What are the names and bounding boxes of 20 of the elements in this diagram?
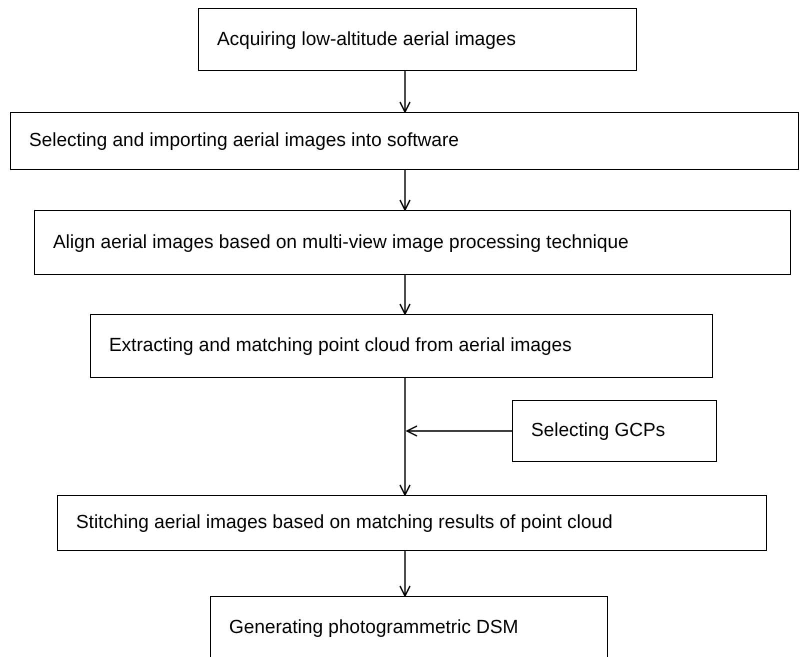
arrow — [399, 551, 411, 597]
process-box — [90, 314, 713, 378]
step-text: Generating photogrammetric DSM — [229, 616, 518, 638]
step-text: Stitching aerial images based on matching results of point cloud — [76, 512, 613, 534]
step-text: Align aerial images based on multi-view image processing technique — [53, 232, 629, 254]
arrow — [399, 170, 411, 211]
arrow — [399, 275, 411, 315]
process-box — [34, 210, 791, 275]
step-text: Acquiring low-altitude aerial images — [217, 28, 516, 50]
arrow — [399, 71, 411, 113]
process-box — [10, 112, 799, 170]
process-box — [210, 596, 608, 657]
step-text: Extracting and matching point cloud from aerial images — [109, 335, 572, 357]
step-text: Selecting and importing aerial images into software — [29, 130, 459, 152]
process-box — [57, 495, 767, 551]
step-text: Selecting GCPs — [531, 420, 666, 442]
process-box — [512, 400, 717, 462]
arrow — [399, 378, 411, 496]
process-box — [198, 8, 637, 71]
arrow — [406, 425, 512, 437]
